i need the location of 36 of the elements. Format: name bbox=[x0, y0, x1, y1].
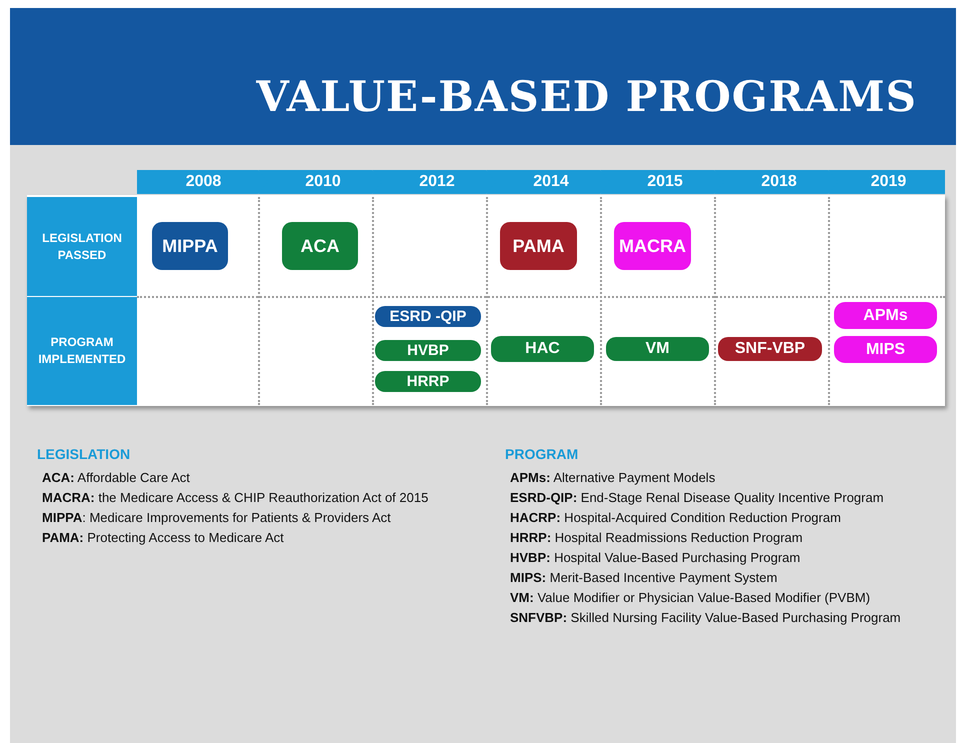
glossary-entry: HRRP: Hospital Readmissions Reduction Program bbox=[510, 530, 803, 545]
glossary-entry: MIPPA: Medicare Improvements for Patients & Providers Act bbox=[42, 510, 391, 525]
year-tab: 2012 bbox=[372, 170, 498, 194]
title: VALUE-BASED PROGRAMS bbox=[256, 72, 917, 121]
program-pill: APMs bbox=[834, 302, 937, 329]
program-pill: SNF-VBP bbox=[718, 337, 822, 361]
program-pill: MIPS bbox=[834, 336, 937, 363]
program-pill: ESRD -QIP bbox=[375, 306, 481, 327]
year-tab: 2015 bbox=[600, 170, 726, 194]
glossary-entry: HVBP: Hospital Value-Based Purchasing Program bbox=[510, 550, 800, 565]
program-pill: VM bbox=[606, 337, 709, 361]
program-pill: PAMA bbox=[500, 222, 577, 270]
program-pill: ACA bbox=[282, 222, 358, 270]
program-pill: MACRA bbox=[614, 222, 691, 270]
program-pill: HVBP bbox=[375, 340, 481, 361]
year-tab: 2019 bbox=[828, 170, 945, 194]
glossary-entry: PAMA: Protecting Access to Medicare Act bbox=[42, 530, 284, 545]
glossary-entry: APMs: Alternative Payment Models bbox=[510, 470, 716, 485]
row-header: PROGRAM IMPLEMENTED bbox=[27, 297, 137, 405]
program-pill: HAC bbox=[491, 336, 594, 362]
program-pill: HRRP bbox=[375, 371, 481, 392]
glossary-entry: ACA: Affordable Care Act bbox=[42, 470, 190, 485]
section-heading: LEGISLATION bbox=[37, 446, 130, 462]
glossary-entry: HACRP: Hospital-Acquired Condition Reduction Program bbox=[510, 510, 841, 525]
program-pill: MIPPA bbox=[152, 222, 228, 270]
glossary-entry: SNFVBP: Skilled Nursing Facility Value-Based Purchasing Program bbox=[510, 610, 901, 625]
glossary-entry: MIPS: Merit-Based Incentive Payment System bbox=[510, 570, 778, 585]
year-tab: 2018 bbox=[714, 170, 840, 194]
year-tab: 2014 bbox=[486, 170, 612, 194]
section-heading: PROGRAM bbox=[505, 446, 578, 462]
glossary-entry: ESRD-QIP: End-Stage Renal Disease Quality Incentive Program bbox=[510, 490, 884, 505]
row-header: LEGISLATION PASSED bbox=[27, 197, 137, 296]
year-tab: 2010 bbox=[258, 170, 384, 194]
glossary-entry: VM: Value Modifier or Physician Value-Based Modifier (PVBM) bbox=[510, 590, 870, 605]
glossary-entry: MACRA: the Medicare Access & CHIP Reauthorization Act of 2015 bbox=[42, 490, 428, 505]
year-tab: 2008 bbox=[137, 170, 270, 194]
